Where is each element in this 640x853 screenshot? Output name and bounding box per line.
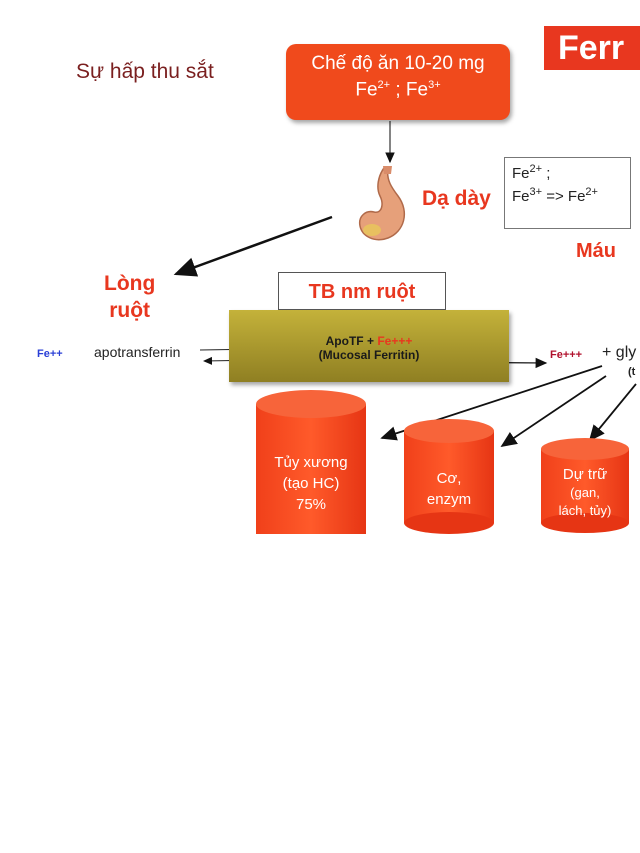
ferritin-logo: Ferr <box>544 26 640 70</box>
mucosal-ferritin-text: (Mucosal Ferritin) <box>318 348 420 362</box>
pool-bone-marrow-label: Tủy xương (tạo HC) 75% <box>274 454 348 513</box>
note-line-2: Fe3+ => Fe2+ <box>512 186 598 205</box>
pool-bone-marrow <box>256 390 366 534</box>
note-line-1: Fe2+ ; <box>512 163 551 182</box>
apotransferrin-label: apotransferrin <box>94 344 181 360</box>
pool-storage-label: Dự trữ (gan, lách, tủy) <box>558 466 612 518</box>
intestinal-lumen-label: Lòng ruột <box>104 272 156 322</box>
blood-label: Máu <box>576 240 616 262</box>
ferric-iron-label: Fe+++ <box>550 349 583 361</box>
glycine-label: + gly <box>602 344 637 361</box>
diet-box: Chế độ ăn 10-20 mg Fe2+ ; Fe3+ <box>286 44 510 120</box>
diet-iron-forms: Fe2+ ; Fe3+ <box>355 79 441 101</box>
intestinal-cell-label: TB nm ruột <box>278 272 446 310</box>
arrow-to-muscle <box>500 375 607 448</box>
ferrous-iron-label: Fe++ <box>37 348 63 360</box>
stomach-label: Dạ dày <box>422 187 491 210</box>
apotf-fe-text: ApoTF + Fe+++ <box>325 334 413 348</box>
mucosal-cell-bar: ApoTF + Fe+++ (Mucosal Ferritin) <box>229 310 509 382</box>
glycine-sub-label: (t <box>628 366 636 378</box>
iron-conversion-note: Fe2+ ; Fe3+ => Fe2+ <box>504 157 631 229</box>
page-title: Sự hấp thu sắt <box>76 60 214 83</box>
pool-muscle-enzyme-label: Cơ, enzym <box>426 470 472 508</box>
pool-storage <box>541 438 629 533</box>
arrow-stomach-to-lumen <box>173 215 333 277</box>
arrow-to-storage <box>588 383 637 442</box>
stomach-icon <box>358 166 406 241</box>
pool-muscle-enzyme <box>404 419 494 534</box>
diet-amount: Chế độ ăn 10-20 mg <box>311 53 485 74</box>
